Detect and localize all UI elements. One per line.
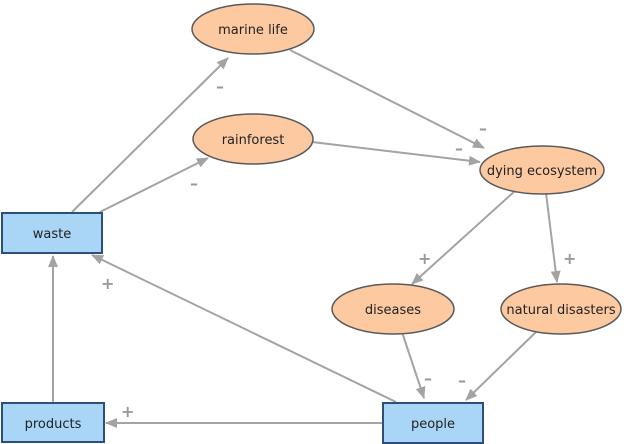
sign-dying-ecosystem-natural-disasters: + — [563, 249, 576, 268]
node-marine-life[interactable]: marine life — [191, 3, 315, 55]
sign-natural-disasters-people: – — [458, 371, 466, 390]
node-label: products — [25, 417, 82, 432]
edge-dying-ecosystem-to-diseases — [411, 189, 517, 285]
node-label: natural disasters — [506, 303, 615, 318]
sign-people-waste: + — [101, 274, 114, 293]
node-label: diseases — [365, 303, 421, 318]
node-rainforest[interactable]: rainforest — [192, 113, 314, 165]
edge-waste-to-rainforest — [99, 157, 209, 213]
node-diseases[interactable]: diseases — [331, 283, 455, 335]
node-products[interactable]: products — [1, 402, 105, 443]
edge-dying-ecosystem-to-natural-disasters — [545, 192, 561, 283]
edge-waste-to-marine-life — [71, 57, 229, 213]
sign-marine-life-dying-ecosystem: – — [479, 119, 487, 138]
node-label: marine life — [218, 23, 288, 38]
sign-people-products: + — [121, 402, 134, 421]
sign-dying-ecosystem-diseases: + — [418, 249, 431, 268]
node-label: waste — [33, 227, 71, 242]
sign-diseases-people: – — [424, 369, 432, 388]
node-natural-disasters[interactable]: natural disasters — [500, 283, 622, 335]
sign-rainforest-dying-ecosystem: – — [455, 139, 463, 158]
node-dying-ecosystem[interactable]: dying ecosystem — [479, 145, 605, 195]
edge-rainforest-to-dying-ecosystem — [311, 141, 481, 166]
node-label: rainforest — [222, 133, 285, 148]
edge-marine-life-to-dying-ecosystem — [289, 49, 485, 149]
edge-natural-disasters-to-people — [465, 331, 537, 401]
node-people[interactable]: people — [382, 402, 484, 444]
node-waste[interactable]: waste — [1, 212, 103, 254]
node-label: people — [411, 417, 455, 432]
sign-waste-rainforest: – — [190, 174, 198, 193]
node-label: dying ecosystem — [487, 164, 597, 179]
edge-diseases-to-people — [401, 331, 426, 399]
edge-people-to-waste — [91, 254, 397, 403]
sign-waste-marine-life: – — [216, 77, 224, 96]
